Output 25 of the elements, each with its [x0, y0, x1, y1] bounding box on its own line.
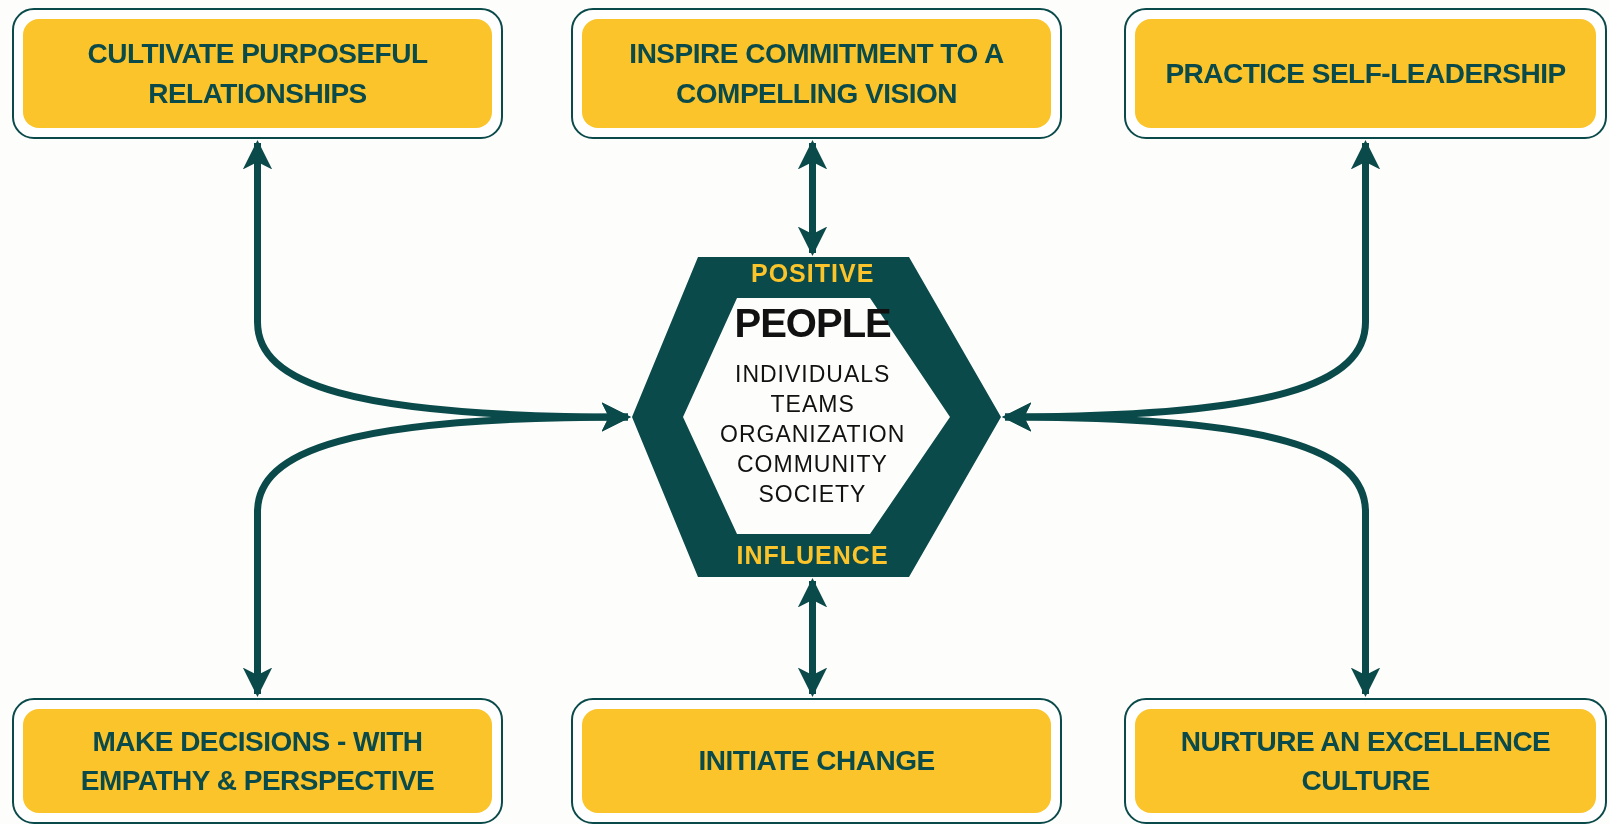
double-arrow: [797, 140, 828, 256]
hexagon-heading: POSITIVE: [751, 259, 875, 288]
card-title: MAKE DECISIONS - WITH EMPATHY & PERSPECTIVE: [79, 724, 436, 798]
label-card: [1124, 698, 1607, 824]
double-arrow: [242, 402, 631, 697]
audience-item: COMMUNITY: [737, 451, 888, 478]
label-card: [571, 698, 1062, 824]
label-card: [1124, 8, 1607, 139]
label-card: [12, 8, 503, 139]
hexagon-footer: INFLUENCE: [736, 541, 889, 570]
card-title: INSPIRE COMMITMENT TO A COMPELLING VISION: [628, 37, 1005, 111]
double-arrow: [797, 578, 828, 697]
card-title: INITIATE CHANGE: [698, 744, 935, 779]
hexagon-title: PEOPLE: [734, 301, 891, 346]
audience-item: TEAMS: [770, 391, 855, 418]
card-title: PRACTICE SELF-LEADERSHIP: [1165, 56, 1566, 91]
card-title: CULTIVATE PURPOSEFUL RELATIONSHIPS: [86, 37, 429, 111]
audience-item: ORGANIZATION: [720, 421, 906, 448]
label-card: [571, 8, 1062, 139]
hexagon-shape: [632, 257, 1001, 577]
audience-item: INDIVIDUALS: [735, 361, 891, 388]
card-title: NURTURE AN EXCELLENCE CULTURE: [1179, 724, 1552, 798]
label-card: [12, 698, 503, 824]
double-arrow: [1002, 402, 1381, 697]
audience-item: SOCIETY: [758, 481, 867, 508]
